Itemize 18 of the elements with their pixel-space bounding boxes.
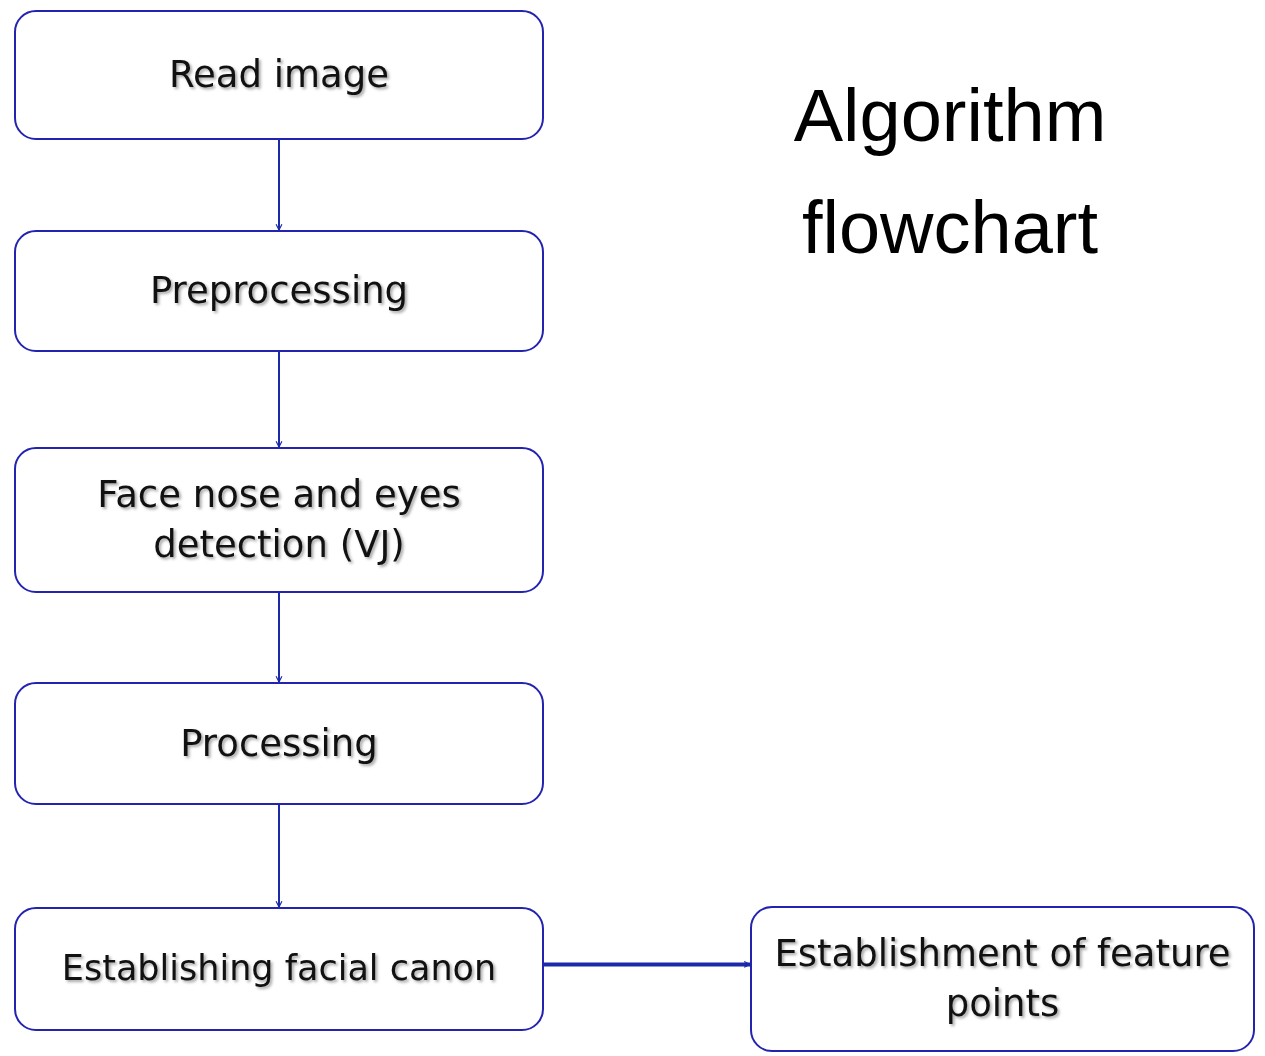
- process-box: [750, 906, 1255, 1052]
- arrow: [544, 960, 751, 968]
- arrow: [275, 139, 283, 231]
- box-label: Establishing facial canon: [61, 947, 497, 991]
- arrow: [275, 351, 283, 448]
- box-label: Preprocessing: [149, 268, 409, 315]
- process-box: [14, 907, 544, 1031]
- process-box: [14, 10, 544, 140]
- process-box: [14, 682, 544, 805]
- process-box: [14, 447, 544, 593]
- arrow: [275, 592, 283, 683]
- box-label: Processing: [180, 720, 378, 767]
- process-box: [14, 230, 544, 352]
- box-label: Read image: [169, 52, 389, 99]
- title: Algorithm flowchart: [792, 73, 1108, 271]
- arrow: [275, 804, 283, 908]
- box-label: Face nose and eyes detection (VJ): [96, 472, 462, 568]
- box-label: Establishment of feature points: [773, 931, 1232, 1027]
